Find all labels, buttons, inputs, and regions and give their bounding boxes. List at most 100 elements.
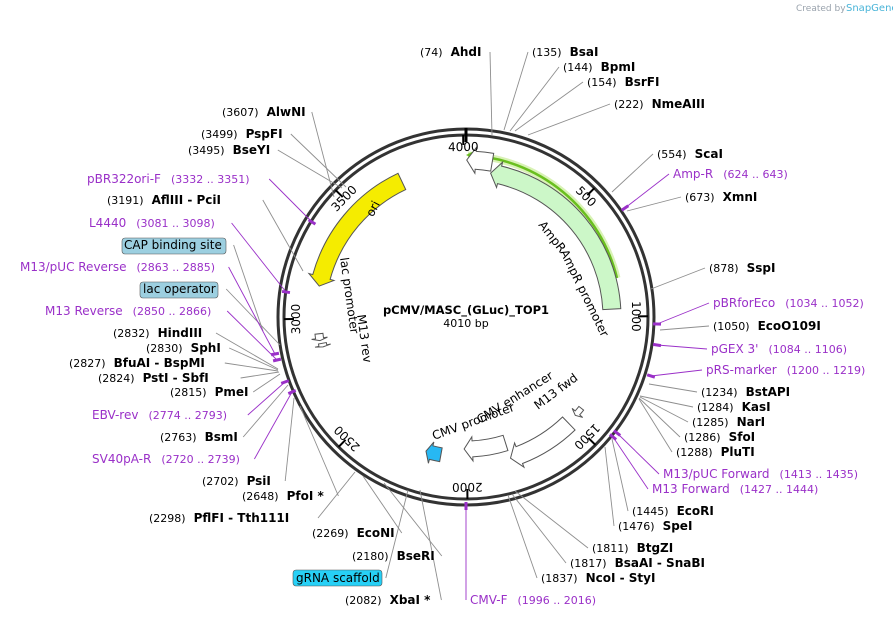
leader-45 bbox=[231, 222, 287, 293]
primer-mark-11 bbox=[652, 342, 662, 348]
site-label-8[interactable]: (878)SspI bbox=[709, 261, 775, 275]
tick-label-2500: 2500 bbox=[331, 423, 363, 454]
site-label-14[interactable]: (1284)KasI bbox=[697, 400, 771, 414]
site-label-10[interactable]: (1050)EcoO109I bbox=[713, 319, 821, 333]
site-label-45[interactable]: L4440(3081 .. 3098) bbox=[89, 216, 215, 230]
site-label-33[interactable]: SV40pA-R(2720 .. 2739) bbox=[92, 452, 240, 466]
site-label-47[interactable]: pBR322ori-F(3332 .. 3351) bbox=[87, 172, 250, 186]
leader-21 bbox=[604, 446, 615, 527]
site-label-31[interactable]: (2648)PfoI * bbox=[242, 489, 324, 503]
feature-grna-scaffold-arrow[interactable] bbox=[425, 441, 443, 464]
site-label-0[interactable]: (74)AhdI bbox=[420, 45, 481, 59]
primer-mark-45 bbox=[281, 289, 291, 295]
site-name-40: HindIII bbox=[158, 326, 203, 340]
site-pos-47: (3332 .. 3351) bbox=[171, 173, 250, 186]
site-label-28[interactable]: (2180)BseRI bbox=[352, 549, 435, 563]
site-label-30[interactable]: (2298)PflFI - Tth111I bbox=[149, 511, 289, 525]
site-label-3[interactable]: (154)BsrFI bbox=[587, 75, 659, 89]
site-label-19[interactable]: M13 Forward(1427 .. 1444) bbox=[652, 482, 818, 496]
site-label-44[interactable]: CAP binding site bbox=[124, 238, 222, 252]
site-label-16[interactable]: (1286)SfoI bbox=[684, 430, 755, 444]
feature-layer bbox=[307, 145, 622, 469]
site-label-48[interactable]: (3495)BseYI bbox=[188, 143, 270, 157]
site-pos-39: (2830) bbox=[146, 342, 183, 355]
site-label-15[interactable]: (1285)NarI bbox=[692, 415, 765, 429]
site-label-12[interactable]: pRS-marker(1200 .. 1219) bbox=[706, 363, 865, 377]
site-pos-6: (624 .. 643) bbox=[723, 168, 788, 181]
feature-ori-arrow[interactable] bbox=[307, 172, 407, 287]
site-label-22[interactable]: (1811) BtgZI bbox=[592, 541, 673, 555]
site-label-7[interactable]: (673)XmnI bbox=[685, 190, 757, 204]
site-label-42[interactable]: lac operator bbox=[143, 282, 216, 296]
site-pos-11: (1084 .. 1106) bbox=[768, 343, 847, 356]
site-name-42: lac operator bbox=[143, 282, 216, 296]
feature-m13-fwd-arrow[interactable] bbox=[571, 405, 585, 418]
site-label-38[interactable]: (2827)BfuAI - BspMI bbox=[69, 356, 205, 370]
site-label-34[interactable]: (2763)BsmI bbox=[160, 430, 238, 444]
site-name-4: NmeAIII bbox=[652, 97, 705, 111]
site-label-41[interactable]: M13 Reverse(2850 .. 2866) bbox=[45, 304, 211, 318]
site-label-32[interactable]: (2702)PsiI bbox=[202, 474, 271, 488]
feature-ampr-promoter-arrow[interactable] bbox=[466, 145, 495, 175]
leader-19 bbox=[612, 436, 649, 490]
leader-20 bbox=[611, 438, 629, 512]
leader-38 bbox=[224, 362, 279, 372]
feature-lac-promoter-arrow[interactable] bbox=[311, 332, 328, 342]
site-pos-10: (1050) bbox=[713, 320, 750, 333]
site-pos-4: (222) bbox=[614, 98, 644, 111]
site-label-27[interactable]: gRNA scaffold bbox=[296, 571, 380, 585]
site-label-36[interactable]: (2815)PmeI bbox=[170, 385, 248, 399]
site-pos-22: (1811) bbox=[592, 542, 629, 555]
site-label-5[interactable]: (554)ScaI bbox=[657, 147, 723, 161]
site-label-25[interactable]: CMV-F(1996 .. 2016) bbox=[470, 593, 596, 607]
site-label-17[interactable]: (1288)PluTI bbox=[676, 445, 755, 459]
site-name-9: pBRforEco bbox=[713, 296, 775, 310]
feature-ampr-arrow[interactable] bbox=[489, 160, 622, 311]
site-name-22: BtgZI bbox=[637, 541, 674, 555]
site-label-9[interactable]: pBRforEco(1034 .. 1052) bbox=[713, 296, 864, 310]
site-label-20[interactable]: (1445)EcoRI bbox=[632, 504, 714, 518]
site-pos-36: (2815) bbox=[170, 386, 207, 399]
site-label-2[interactable]: (144)BpmI bbox=[563, 60, 635, 74]
feature-cmv-enhancer-arrow[interactable] bbox=[509, 416, 576, 469]
site-label-43[interactable]: M13/pUC Reverse(2863 .. 2885) bbox=[20, 260, 215, 274]
plasmid-name: pCMV/MASC_(GLuc)_TOP1 bbox=[383, 303, 549, 318]
site-name-46: AflIII - PciI bbox=[152, 193, 221, 207]
selection-arc bbox=[467, 153, 619, 279]
site-name-41: M13 Reverse bbox=[45, 304, 123, 318]
site-label-6[interactable]: Amp-R(624 .. 643) bbox=[673, 167, 788, 181]
site-label-23[interactable]: (1817)BsaAI - SnaBI bbox=[570, 556, 705, 570]
leader-17 bbox=[638, 398, 673, 453]
site-label-29[interactable]: (2269)EcoNI bbox=[312, 526, 395, 540]
site-label-24[interactable]: (1837)NcoI - StyI bbox=[541, 571, 655, 585]
site-name-11: pGEX 3' bbox=[711, 342, 758, 356]
primer-mark-12 bbox=[646, 373, 656, 379]
site-label-21[interactable]: (1476)SpeI bbox=[618, 519, 692, 533]
site-label-1[interactable]: (135)BsaI bbox=[532, 45, 598, 59]
site-label-11[interactable]: pGEX 3' (1084 .. 1106) bbox=[711, 342, 847, 356]
leader-22 bbox=[514, 490, 589, 549]
feature-cmv-promoter-arrow[interactable] bbox=[463, 434, 509, 463]
site-label-50[interactable]: (3607)AlwNI bbox=[222, 105, 306, 119]
site-label-40[interactable]: (2832)HindIII bbox=[113, 326, 202, 340]
site-label-37[interactable]: (2824)PstI - SbfI bbox=[98, 371, 209, 385]
site-name-38: BfuAI - BspMI bbox=[114, 356, 205, 370]
leader-47 bbox=[268, 178, 313, 223]
leader-35 bbox=[247, 381, 286, 416]
site-label-35[interactable]: EBV-rev(2774 .. 2793) bbox=[92, 408, 227, 422]
site-label-13[interactable]: (1234)BstAPI bbox=[701, 385, 790, 399]
site-label-49[interactable]: (3499)PspFI bbox=[201, 127, 283, 141]
site-pos-7: (673) bbox=[685, 191, 715, 204]
site-label-18[interactable]: M13/pUC Forward(1413 .. 1435) bbox=[663, 467, 858, 481]
site-pos-15: (1285) bbox=[692, 416, 729, 429]
leader-42 bbox=[225, 288, 281, 346]
site-pos-2: (144) bbox=[563, 61, 593, 74]
site-label-46[interactable]: (3191)AflIII - PciI bbox=[107, 193, 221, 207]
site-pos-19: (1427 .. 1444) bbox=[740, 483, 819, 496]
site-label-39[interactable]: (2830)SphI bbox=[146, 341, 221, 355]
site-pos-48: (3495) bbox=[188, 144, 225, 157]
site-pos-32: (2702) bbox=[202, 475, 239, 488]
site-label-4[interactable]: (222) NmeAIII bbox=[614, 97, 705, 111]
feature-m13-rev-arrow[interactable] bbox=[314, 341, 331, 348]
site-label-26[interactable]: (2082)XbaI * bbox=[345, 593, 431, 607]
